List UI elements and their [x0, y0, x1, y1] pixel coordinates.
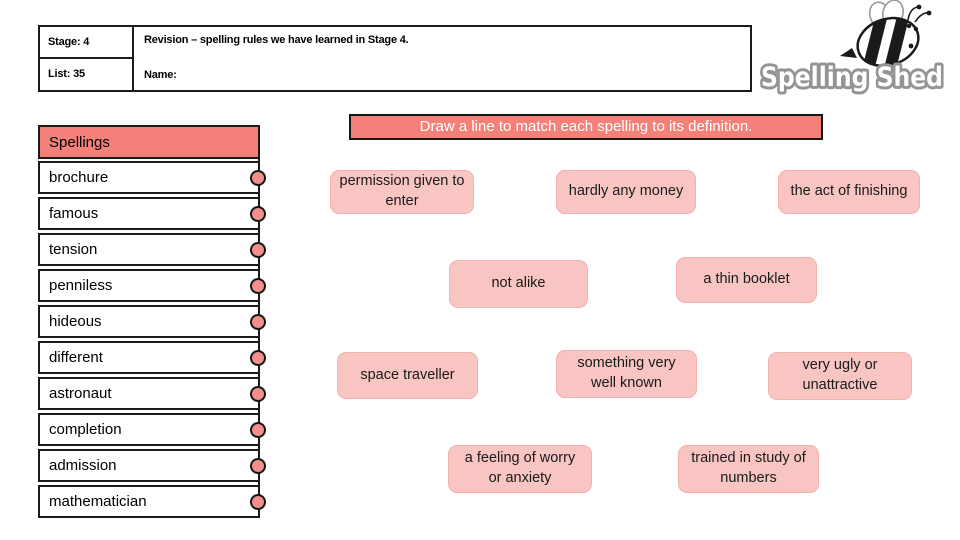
spelling-word-label: hideous	[49, 313, 102, 330]
definition-text: the act of finishing	[790, 183, 908, 200]
spelling-row: tension	[38, 233, 266, 266]
definition-text: a thin booklet	[703, 271, 790, 288]
spelling-word-label: astronaut	[49, 385, 112, 402]
definition-text: a feeling of worry or anxiety	[464, 450, 576, 486]
line-anchor-dot[interactable]	[250, 205, 266, 222]
definition-card[interactable]: space traveller	[337, 352, 478, 399]
name-label: Name:	[144, 69, 177, 81]
definition-card[interactable]: very ugly or unattractive	[768, 352, 912, 400]
line-anchor-dot[interactable]	[250, 349, 266, 366]
definition-card[interactable]: trained in study of numbers	[678, 445, 819, 493]
spelling-row: completion	[38, 413, 266, 446]
worksheet-title: Revision – spelling rules we have learne…	[144, 34, 409, 46]
spelling-shed-logo: Spelling Shed	[758, 59, 946, 96]
spelling-row: mathematician	[38, 485, 266, 518]
spellings-header: Spellings	[38, 125, 260, 159]
definition-card[interactable]: hardly any money	[556, 170, 696, 214]
spelling-word-label: penniless	[49, 277, 113, 294]
logo-wordmark: Spelling Shed	[761, 62, 943, 93]
list-label: List: 35	[48, 68, 85, 81]
spelling-row: hideous	[38, 305, 266, 338]
spelling-word-label: mathematician	[49, 493, 147, 510]
definition-text: permission given to enter	[339, 173, 465, 209]
spellings-table: Spellings brochure famous tension pennil…	[38, 125, 266, 521]
definition-card[interactable]: a feeling of worry or anxiety	[448, 445, 592, 493]
definition-text: not alike	[491, 275, 546, 292]
line-anchor-dot[interactable]	[250, 385, 266, 402]
spelling-word-label: famous	[49, 205, 99, 222]
line-anchor-dot[interactable]	[250, 457, 266, 474]
line-anchor-dot[interactable]	[250, 277, 266, 294]
instruction-text: Draw a line to match each spelling to it…	[419, 118, 753, 135]
definition-text: trained in study of numbers	[691, 450, 806, 486]
line-anchor-dot[interactable]	[250, 241, 266, 258]
spelling-word-label: completion	[49, 421, 122, 438]
line-anchor-dot[interactable]	[250, 169, 266, 186]
stage-label: Stage: 4	[48, 35, 90, 48]
spelling-row: famous	[38, 197, 266, 230]
spelling-word-label: brochure	[49, 169, 109, 186]
definition-text: hardly any money	[568, 183, 684, 200]
spelling-word-label: different	[49, 349, 103, 366]
bee-icon	[840, 0, 932, 70]
header-box: Stage: 4 Revision – spelling rules we ha…	[38, 25, 752, 92]
definition-text: space traveller	[360, 366, 455, 383]
line-anchor-dot[interactable]	[250, 313, 266, 330]
spelling-row: different	[38, 341, 266, 374]
definition-card[interactable]: something very well known	[556, 350, 697, 398]
instruction-banner: Draw a line to match each spelling to it…	[349, 114, 823, 140]
spellings-header-label: Spellings	[49, 133, 110, 151]
spelling-row: penniless	[38, 269, 266, 302]
definition-card[interactable]: not alike	[449, 260, 588, 308]
definition-card[interactable]: a thin booklet	[676, 257, 817, 303]
list-cell: List: 35	[40, 58, 134, 90]
spelling-word-label: admission	[49, 457, 117, 474]
definition-card[interactable]: permission given to enter	[330, 170, 474, 214]
spelling-row: brochure	[38, 161, 266, 194]
spelling-row: admission	[38, 449, 266, 482]
line-anchor-dot[interactable]	[250, 493, 266, 510]
spelling-word-label: tension	[49, 241, 98, 258]
definition-text: something very well known	[577, 355, 676, 391]
title-name-cell: Revision – spelling rules we have learne…	[134, 27, 750, 90]
line-anchor-dot[interactable]	[250, 421, 266, 438]
spelling-row: astronaut	[38, 377, 266, 410]
definition-text: very ugly or unattractive	[802, 357, 878, 393]
stage-cell: Stage: 4	[40, 27, 134, 59]
definition-card[interactable]: the act of finishing	[778, 170, 920, 214]
